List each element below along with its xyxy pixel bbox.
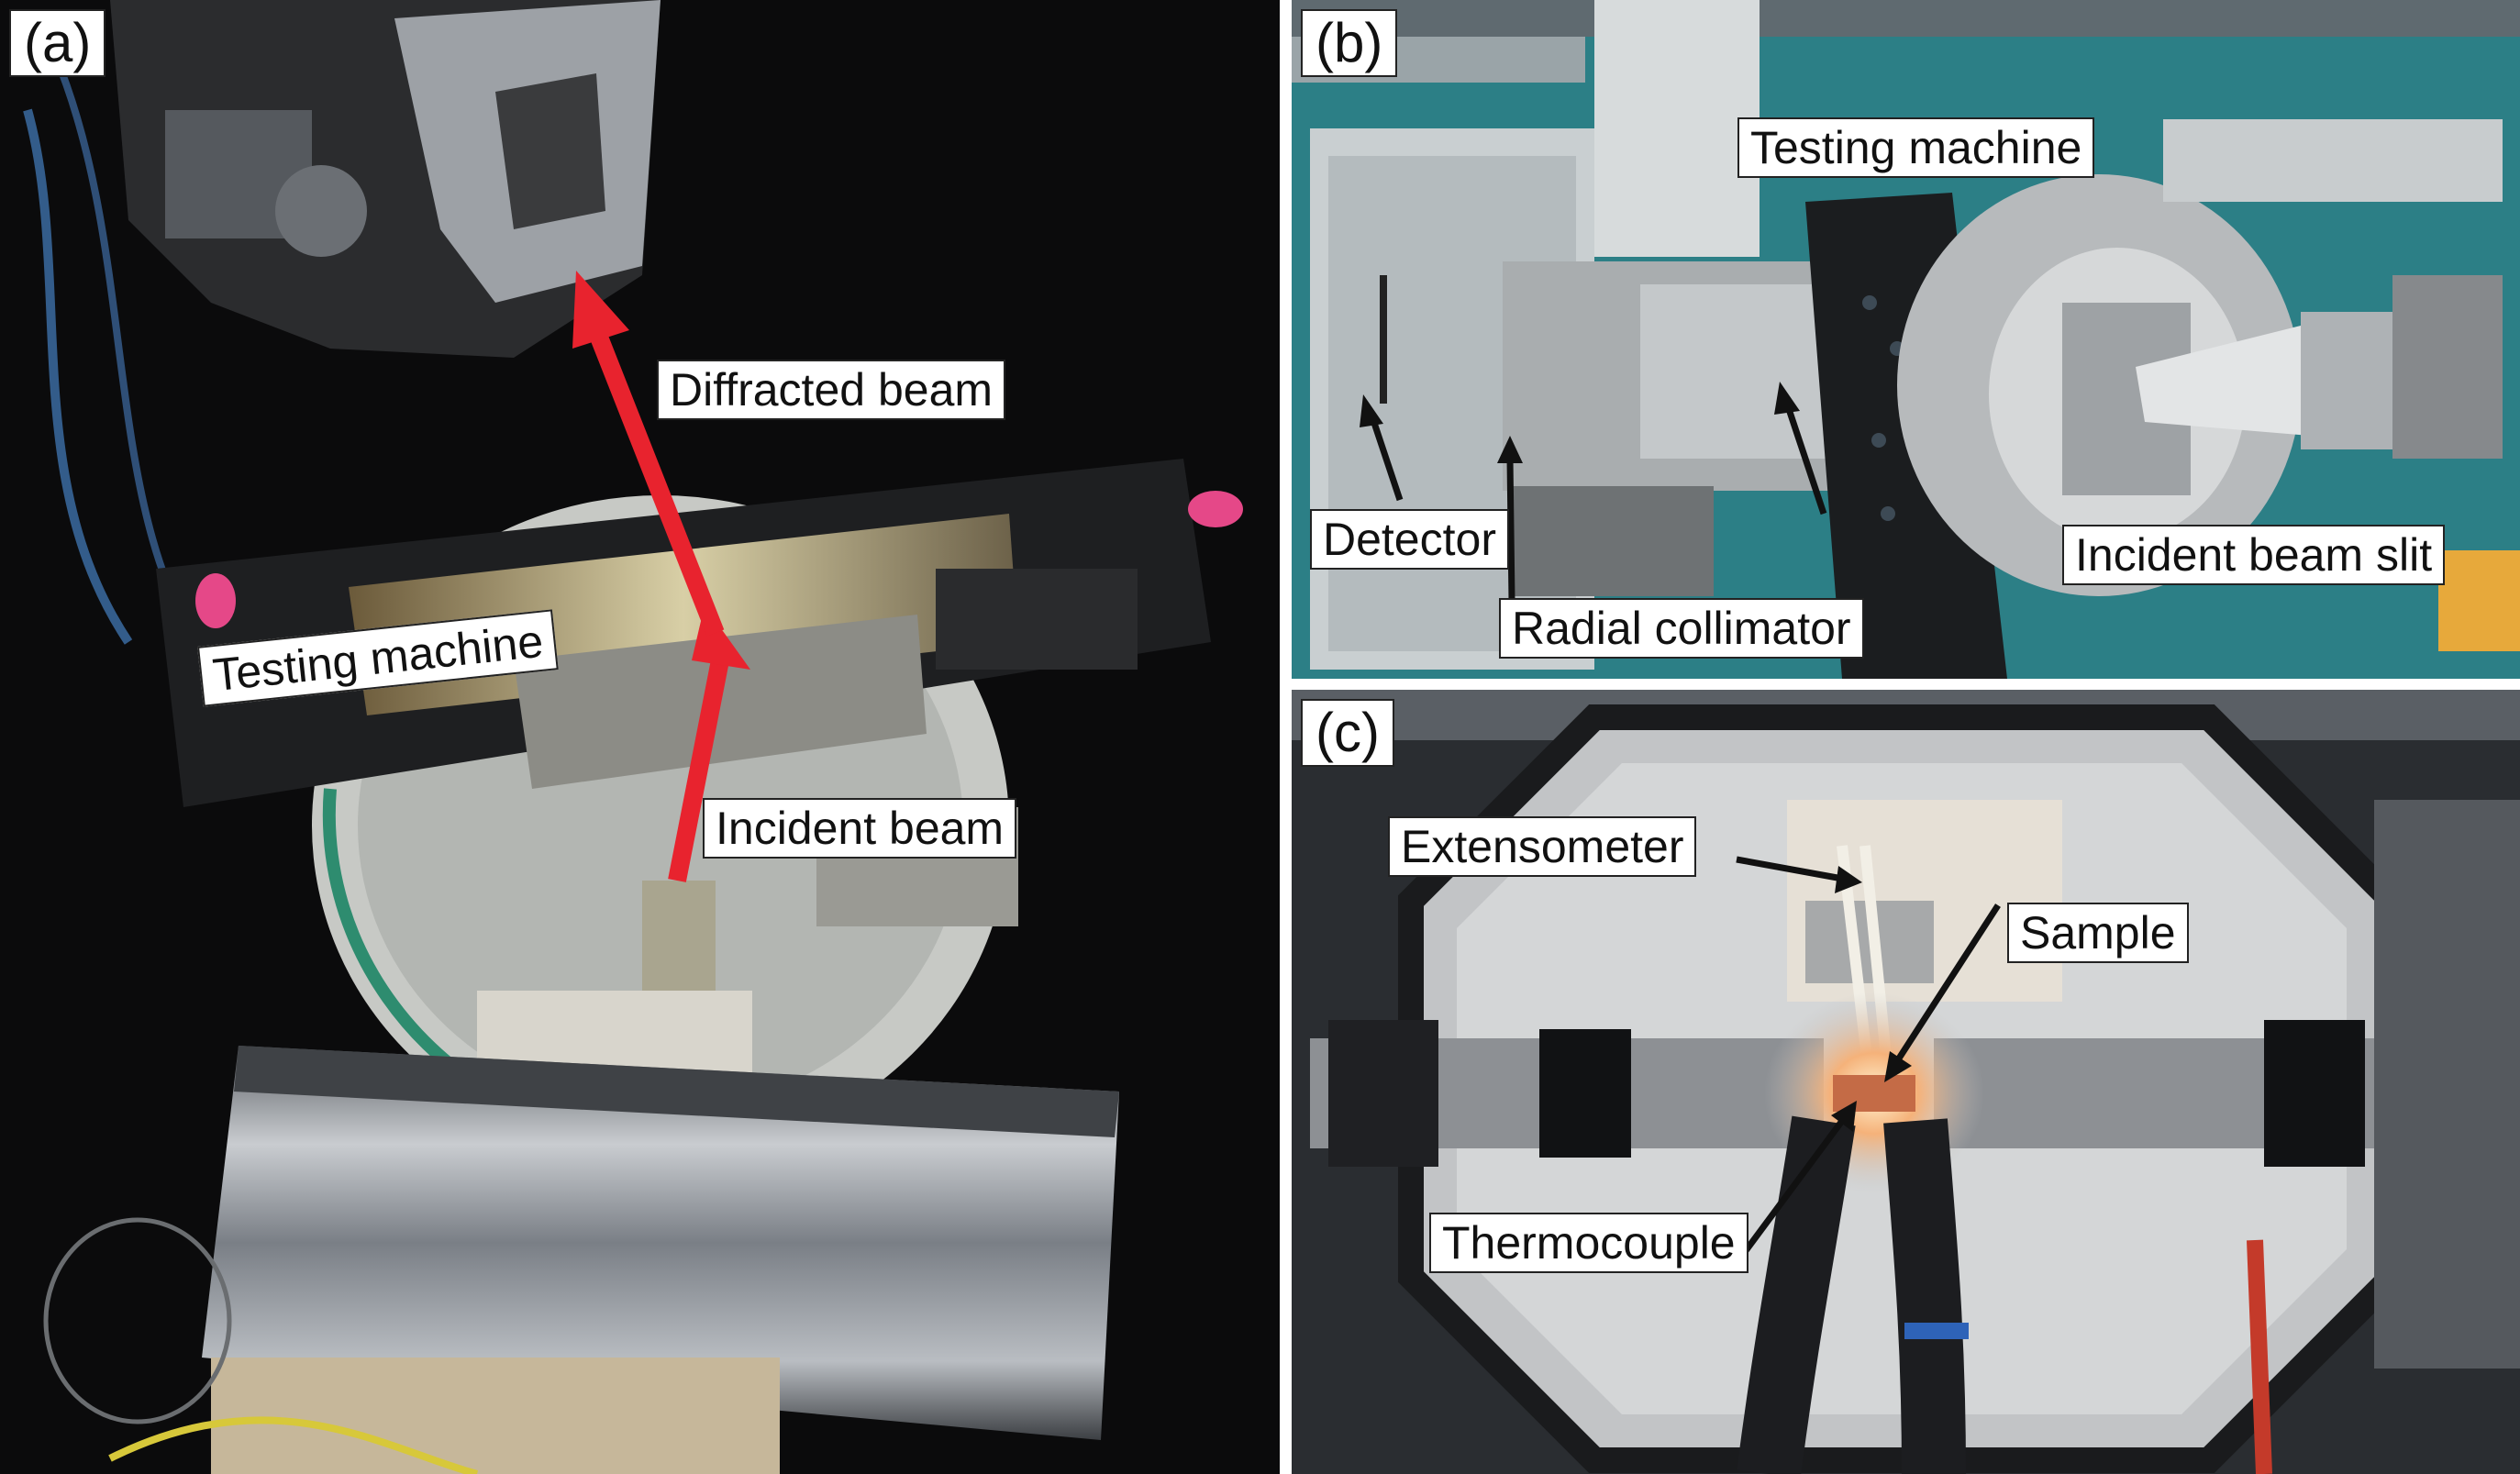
incident-beam-slit xyxy=(2136,326,2310,436)
thermocouple-label: Thermocouple xyxy=(1429,1213,1748,1273)
sample-pointer xyxy=(1884,903,2001,1082)
panel-a: (a) Diffracted beam Testing machine Inci… xyxy=(0,0,1280,1474)
panel-a-letter: (a) xyxy=(9,9,106,77)
thermocouple-cable xyxy=(1883,1118,1966,1474)
panel-b: (b) Testing machine Detector Radial coll… xyxy=(1292,0,2520,679)
testing-machine-label-b: Testing machine xyxy=(1737,117,2095,178)
sample-label: Sample xyxy=(2007,903,2189,963)
collimator-pointer xyxy=(1497,436,1523,602)
detector-label: Detector xyxy=(1310,509,1509,570)
thermocouple-pointer xyxy=(1734,1101,1857,1266)
marker-tag xyxy=(195,573,236,628)
thermocouple-cable xyxy=(1737,1115,1856,1474)
extensometer-pointer xyxy=(1736,856,1862,893)
radial-collimator-label: Radial collimator xyxy=(1499,598,1864,659)
detector-pointer xyxy=(1360,394,1404,502)
panel-c-letter: (c) xyxy=(1301,699,1394,767)
marker-tag xyxy=(1188,491,1243,527)
panel-c: (c) Extensometer Sample Thermocouple xyxy=(1292,690,2520,1474)
incident-beam-label: Incident beam xyxy=(703,798,1017,859)
cable xyxy=(108,1416,479,1474)
panel-a-photo xyxy=(0,0,1280,1474)
incident-beam-slit-label: Incident beam slit xyxy=(2062,525,2446,585)
diffracted-beam-label: Diffracted beam xyxy=(657,360,1006,420)
slit-pointer xyxy=(1774,382,1827,515)
diffracted-beam-arrow xyxy=(572,271,725,637)
panel-c-photo xyxy=(1292,690,2520,1474)
extensometer-label: Extensometer xyxy=(1388,816,1697,877)
beam-tube xyxy=(202,1046,1119,1440)
panel-b-letter: (b) xyxy=(1301,9,1398,77)
cable xyxy=(23,108,133,645)
